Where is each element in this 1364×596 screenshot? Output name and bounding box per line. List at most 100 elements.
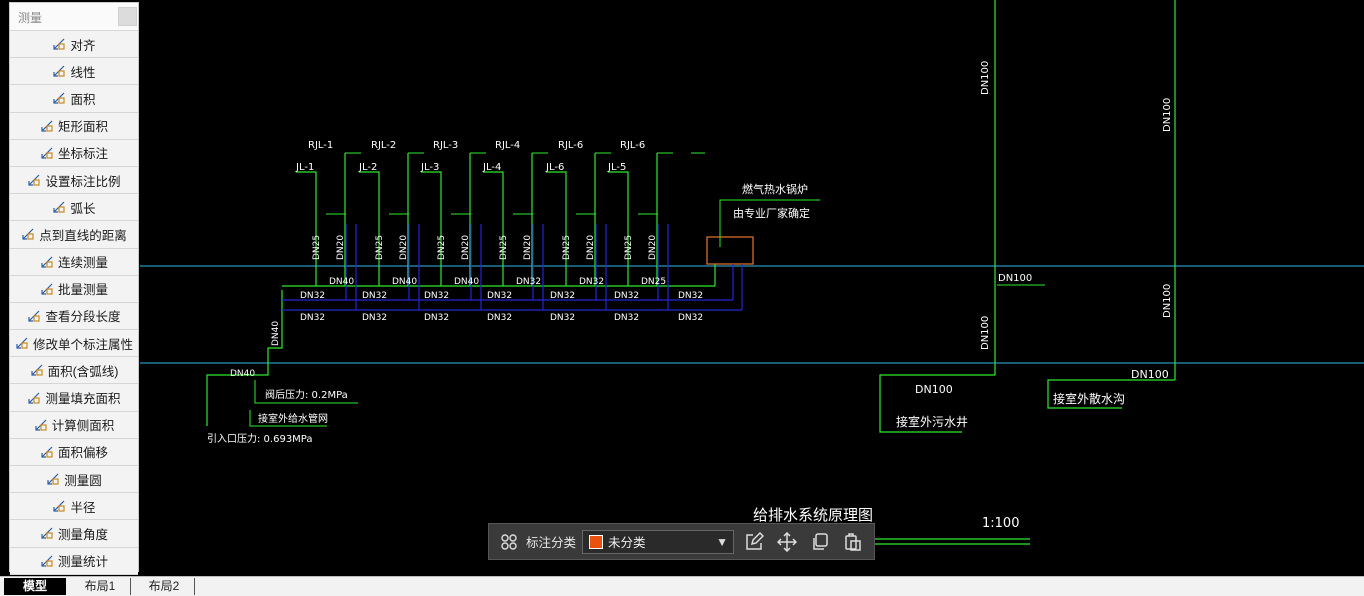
radius-icon	[52, 499, 66, 513]
annotation-category-select[interactable]: 未分类 ▼	[582, 529, 735, 554]
measure-panel: 测量 对齐线性面积矩形面积坐标标注设置标注比例弧长点到直线的距离连续测量批量测量…	[9, 2, 139, 575]
tool-label: 测量圆	[64, 473, 102, 488]
dn100-label: DN100	[998, 273, 1032, 284]
annotation-toolbar: 标注分类 未分类 ▼	[488, 523, 875, 560]
riser-label: RJL-3	[433, 140, 458, 151]
tool-label: 测量角度	[57, 527, 108, 542]
boiler-note: 由专业厂家确定	[733, 206, 810, 220]
drawing-scale: 1:100	[982, 516, 1019, 531]
riser-green-1	[359, 171, 380, 286]
tool-label: 弧长	[70, 201, 96, 216]
tool-edit-annotation[interactable]: 修改单个标注属性	[10, 330, 138, 358]
tool-batch-measure[interactable]: 批量测量	[10, 275, 138, 303]
aligned-dimension-icon	[52, 37, 66, 51]
point-line-distance-icon	[21, 227, 35, 241]
pressure-after-valve: 阀后压力: 0.2MPa	[265, 388, 348, 401]
continuous-measure-icon	[40, 255, 54, 269]
tool-label: 矩形面积	[57, 120, 108, 135]
riser-green-5	[608, 171, 629, 286]
dn40-inlet: DN40	[230, 369, 255, 379]
vertical-size: DN20	[523, 235, 533, 260]
tool-arc-length[interactable]: 弧长	[10, 194, 138, 222]
scale-icon	[27, 173, 41, 187]
tab-layout1[interactable]: 布局1	[70, 578, 131, 595]
annotation-category-label: 标注分类	[526, 536, 577, 550]
tool-label: 测量统计	[57, 555, 108, 570]
tool-scale[interactable]: 设置标注比例	[10, 166, 138, 195]
tool-continuous-measure[interactable]: 连续测量	[10, 248, 138, 276]
category-value: 未分类	[608, 536, 646, 550]
tool-label: 半径	[70, 500, 96, 515]
drain-branch-1	[879, 374, 995, 433]
dn100-label: DN100	[980, 316, 991, 350]
tool-radius[interactable]: 半径	[10, 493, 138, 521]
angle-icon	[40, 526, 54, 540]
panel-header: 测量	[10, 3, 138, 31]
tab-layout2[interactable]: 布局2	[134, 578, 195, 595]
tool-area-offset[interactable]: 面积偏移	[10, 438, 138, 466]
upper-size: DN40	[454, 277, 479, 287]
drain-branch-2	[1047, 379, 1175, 409]
mid-size: DN32	[300, 291, 325, 301]
upper-size: DN32	[579, 277, 604, 287]
mid-size: DN32	[362, 291, 387, 301]
tool-label: 设置标注比例	[45, 174, 121, 189]
low-size: DN32	[424, 313, 449, 323]
riser-green-0	[296, 171, 317, 286]
tool-label: 测量填充面积	[45, 392, 121, 407]
paste-icon[interactable]	[840, 529, 866, 555]
vertical-size: DN25	[437, 235, 447, 260]
coordinate-icon	[40, 146, 54, 160]
dn100-label: DN100	[980, 61, 991, 95]
area-offset-icon	[40, 445, 54, 459]
grid-icon[interactable]	[496, 529, 522, 555]
tool-fill-area[interactable]: 测量填充面积	[10, 384, 138, 412]
tool-coordinate[interactable]: 坐标标注	[10, 139, 138, 167]
tool-label: 修改单个标注属性	[32, 337, 133, 352]
upper-size: DN32	[516, 277, 541, 287]
copy-icon[interactable]	[807, 529, 833, 555]
rain-ditch: 接室外散水沟	[1053, 391, 1125, 406]
tool-point-line-distance[interactable]: 点到直线的距离	[10, 221, 138, 249]
riser-green-2	[421, 171, 442, 286]
batch-measure-icon	[40, 282, 54, 296]
tool-linear-dimension[interactable]: 线性	[10, 58, 138, 86]
tool-label: 点到直线的距离	[39, 228, 127, 243]
tool-statistics[interactable]: 测量统计	[10, 547, 138, 575]
jl-label: JL-4	[482, 162, 501, 173]
edit-icon[interactable]	[741, 529, 767, 555]
outdoor-supply: 接室外给水管网	[258, 412, 328, 425]
upper-size: DN40	[329, 277, 354, 287]
tool-rect-area[interactable]: 矩形面积	[10, 112, 138, 140]
edit-annotation-icon	[15, 336, 29, 350]
tool-circle-measure[interactable]: 测量圆	[10, 466, 138, 494]
panel-title: 测量	[18, 11, 43, 25]
dn100-label: DN100	[915, 383, 953, 396]
tool-angle[interactable]: 测量角度	[10, 520, 138, 548]
panel-close-button[interactable]	[118, 7, 137, 26]
tab-model[interactable]: 模型	[4, 578, 66, 595]
tool-side-area[interactable]: 计算侧面积	[10, 411, 138, 439]
vertical-size: DN20	[586, 235, 596, 260]
tool-segment-length[interactable]: 查看分段长度	[10, 302, 138, 331]
riser-label: RJL-1	[308, 140, 333, 151]
move-icon[interactable]	[774, 529, 800, 555]
tool-label: 对齐	[70, 38, 96, 53]
low-size: DN32	[550, 313, 575, 323]
sewage-well: 接室外污水井	[896, 414, 968, 429]
jl-label: JL-1	[295, 162, 314, 173]
mid-size: DN32	[614, 291, 639, 301]
tool-area[interactable]: 面积	[10, 85, 138, 113]
vertical-size: DN25	[562, 235, 572, 260]
vertical-size: DN20	[461, 235, 471, 260]
statistics-icon	[40, 554, 54, 568]
tool-arc-area[interactable]: 面积(含弧线)	[10, 357, 138, 385]
tool-aligned-dimension[interactable]: 对齐	[10, 31, 138, 59]
dropdown-arrow-icon: ▼	[716, 534, 729, 549]
vertical-size: DN20	[336, 235, 346, 260]
jl-label: JL-6	[545, 162, 564, 173]
jl-label: JL-3	[420, 162, 439, 173]
low-size: DN32	[300, 313, 325, 323]
